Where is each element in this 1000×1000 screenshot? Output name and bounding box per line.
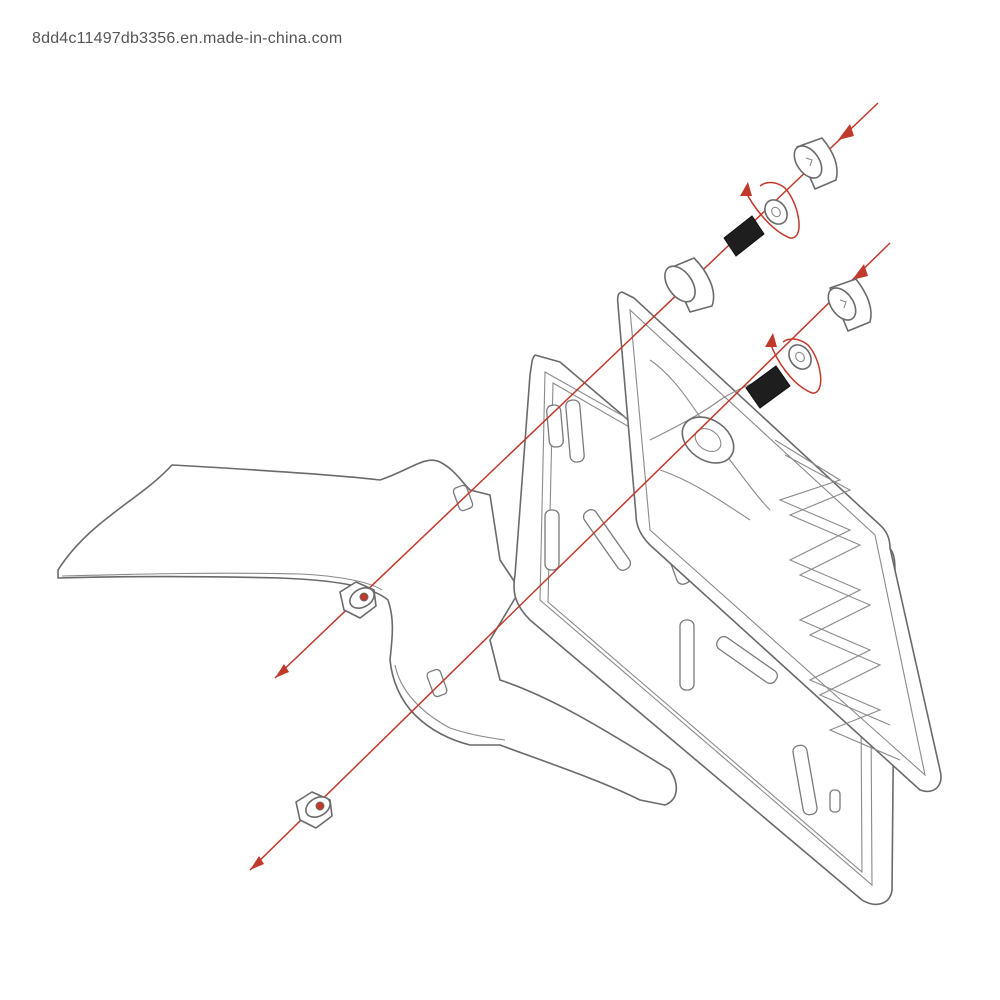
threaded-spacer-lower: [745, 365, 791, 409]
rotation-arrow-head-upper: [740, 182, 752, 196]
flange-nut-upper: [339, 581, 377, 619]
arrow-head-upper-out: [275, 664, 289, 678]
arrow-head-lower-in: [852, 264, 868, 280]
watermark-text: 8dd4c11497db3356.en.made-in-china.com: [32, 30, 343, 47]
spacer-washer-upper: [664, 257, 715, 313]
assembly-line-lower: [249, 242, 891, 871]
end-cap-upper: [793, 137, 838, 190]
rubber-washer-lower: [788, 344, 812, 370]
end-cap-lower: [827, 278, 872, 332]
license-plate: [616, 291, 942, 792]
assembly-line-upper: [274, 102, 879, 679]
threaded-spacer-upper: [723, 215, 765, 257]
upper-fastener-stack: [664, 137, 838, 313]
rotation-arrow-lower: [769, 338, 822, 394]
rotation-arrow-head-lower: [765, 333, 777, 347]
arrow-head-upper-in: [838, 124, 854, 140]
lower-fastener-stack: [745, 278, 872, 409]
arrow-head-lower-out: [250, 856, 264, 870]
assembly-lines: [249, 102, 891, 871]
rotation-arrow-upper: [744, 181, 800, 239]
rubber-washer-upper: [764, 199, 788, 225]
flange-nut-lower: [295, 791, 333, 829]
